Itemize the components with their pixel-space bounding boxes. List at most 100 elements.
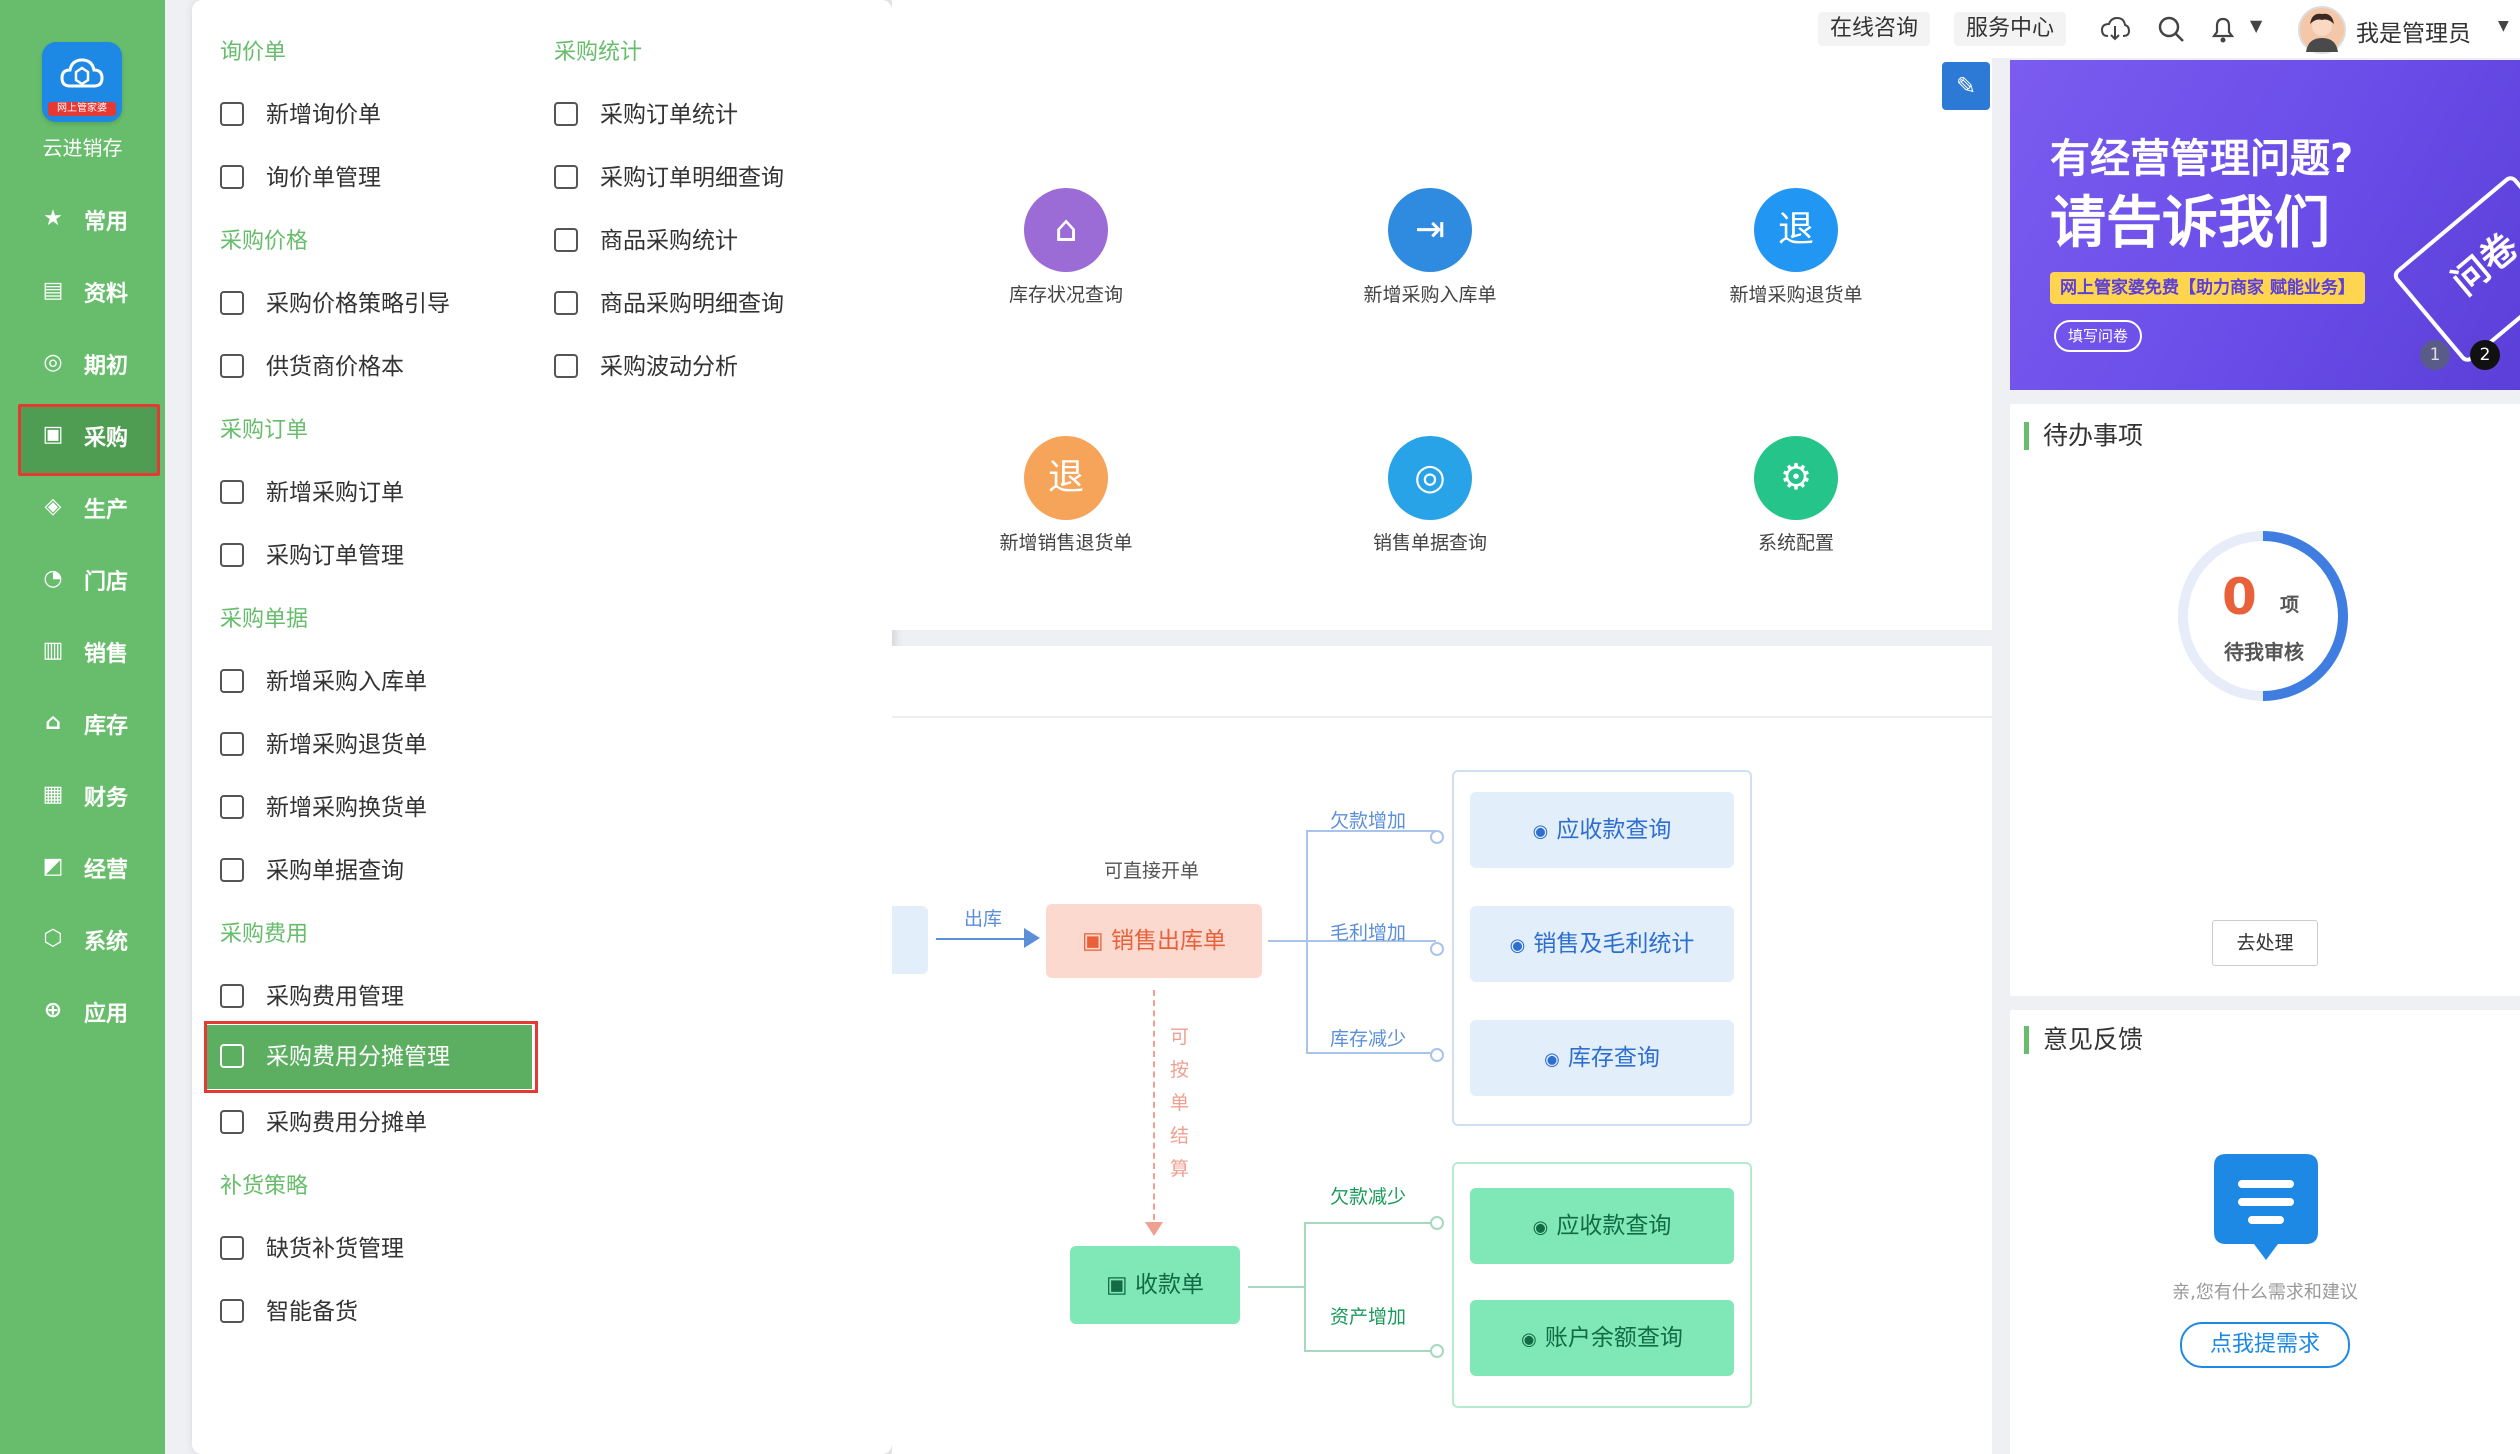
quick-tile-label[interactable]: 系统配置	[1757, 532, 1834, 554]
menu-item[interactable]: 新增采购订单	[220, 473, 404, 507]
sidebar-item-10[interactable]: ⬡ 系统	[0, 902, 165, 974]
menu-item-label: 智能备货	[266, 1299, 358, 1325]
todo-count: 0	[2222, 568, 2257, 626]
sidebar-item-6[interactable]: ▥销售	[0, 614, 165, 686]
quick-tile-icon[interactable]: ◎	[1388, 436, 1472, 520]
menu-item[interactable]: 采购订单管理	[220, 536, 404, 570]
menu-item-icon	[220, 102, 244, 126]
cycle-icon: ◎	[43, 350, 63, 375]
todo-progress-ring	[2178, 531, 2348, 701]
upper-result-box[interactable]: ◉应收款查询	[1470, 792, 1734, 868]
menu-item-icon	[220, 732, 244, 756]
menu-item[interactable]: 询价单管理	[220, 158, 381, 192]
sidebar-item-4[interactable]: ◈生产	[0, 470, 165, 542]
menu-item[interactable]: 采购费用管理	[220, 977, 404, 1011]
menu-item-label: 新增采购订单	[266, 480, 404, 506]
flow-label-direct: 可直接开单	[1104, 860, 1200, 882]
feedback-title: 意见反馈	[2024, 1026, 2143, 1054]
upper-result-group	[1452, 770, 1752, 1126]
upper-result-box[interactable]: ◉销售及毛利统计	[1470, 906, 1734, 982]
service-center-button[interactable]: 服务中心	[1954, 12, 2067, 46]
handle-button[interactable]: 去处理	[2212, 920, 2318, 966]
sales-out-node[interactable]: ▣ 销售出库单	[1046, 904, 1262, 978]
sidebar-item-11[interactable]: ⊕应用	[0, 974, 165, 1046]
flow-connector	[1304, 1222, 1436, 1224]
receipt-node[interactable]: ▣ 收款单	[1070, 1246, 1240, 1324]
avatar[interactable]	[2298, 6, 2346, 54]
quick-tile-label[interactable]: 销售单据查询	[1372, 532, 1487, 554]
cloud-download-icon[interactable]	[2100, 14, 2131, 51]
menu-item[interactable]: 新增询价单	[220, 95, 381, 129]
menu-category: 补货策略	[220, 1174, 309, 1199]
menu-category: 采购费用	[220, 922, 309, 947]
sidebar-item-9[interactable]: ◩经营	[0, 830, 165, 902]
menu-item-icon	[554, 291, 578, 315]
menu-item[interactable]: 智能备货	[220, 1292, 358, 1326]
quick-tile-icon[interactable]: 退	[1024, 436, 1108, 520]
menu-item[interactable]: 采购费用分摊管理	[206, 1025, 532, 1089]
sidebar-item-5[interactable]: ◔门店	[0, 542, 165, 614]
menu-item[interactable]: 采购波动分析	[554, 347, 738, 381]
sidebar-item-8[interactable]: ▦财务	[0, 758, 165, 830]
quick-tile-label[interactable]: 新增采购退货单	[1729, 284, 1863, 306]
banner-page-2[interactable]: 2	[2470, 340, 2500, 370]
menu-item-icon	[220, 480, 244, 504]
lower-result-box[interactable]: ◉账户余额查询	[1470, 1300, 1734, 1376]
quick-tile-icon[interactable]: 退	[1754, 188, 1838, 272]
sidebar-item-3[interactable]: ▣采购	[0, 398, 165, 470]
menu-item-label: 新增采购入库单	[266, 669, 427, 695]
menu-item[interactable]: 采购费用分摊单	[220, 1103, 427, 1137]
menu-item[interactable]: 采购订单明细查询	[554, 158, 784, 192]
menu-item[interactable]: 供货商价格本	[220, 347, 404, 381]
result-icon: ◉	[1509, 935, 1526, 956]
quick-tile-icon[interactable]: ⌂	[1024, 188, 1108, 272]
quick-tile-label[interactable]: 新增采购入库单	[1363, 284, 1497, 306]
menu-category: 询价单	[220, 40, 287, 65]
settle-note-char: 单	[1170, 1092, 1190, 1114]
app-logo[interactable]: 网上管家婆	[42, 42, 122, 122]
system-icon: ⬡	[43, 926, 63, 951]
upper-result-box[interactable]: ◉库存查询	[1470, 1020, 1734, 1096]
search-icon[interactable]	[2156, 14, 2186, 51]
lower-result-box[interactable]: ◉应收款查询	[1470, 1188, 1734, 1264]
edit-pencil-button[interactable]: ✎	[1942, 62, 1990, 110]
flow-prev-box-partial	[892, 906, 928, 974]
user-name[interactable]: 我是管理员	[2356, 21, 2471, 47]
sidebar-item-1[interactable]: ▤资料	[0, 254, 165, 326]
submit-request-button[interactable]: 点我提需求	[2180, 1322, 2350, 1368]
app-name: 云进销存	[42, 136, 123, 160]
sidebar-item-0[interactable]: ★常用	[0, 182, 165, 254]
quick-functions-panel	[892, 58, 1992, 630]
menu-item-label: 采购价格策略引导	[266, 291, 450, 317]
chevron-down-icon[interactable]: ▼	[2250, 16, 2263, 35]
menu-item[interactable]: 新增采购换货单	[220, 788, 427, 822]
quick-tile-label[interactable]: 库存状况查询	[1008, 284, 1123, 306]
sidebar-item-label: 系统	[84, 930, 129, 955]
menu-item[interactable]: 商品采购明细查询	[554, 284, 784, 318]
bell-icon[interactable]	[2208, 14, 2238, 51]
menu-item[interactable]: 商品采购统计	[554, 221, 738, 255]
flow-connector	[1306, 1052, 1436, 1054]
sidebar-item-7[interactable]: ⌂库存	[0, 686, 165, 758]
menu-item[interactable]: 缺货补货管理	[220, 1229, 404, 1263]
banner-page-1[interactable]: 1	[2420, 340, 2450, 370]
sales-icon: ▥	[42, 638, 64, 663]
menu-item[interactable]: 新增采购入库单	[220, 662, 427, 696]
result-icon: ◉	[1532, 1217, 1549, 1238]
menu-item[interactable]: 采购订单统计	[554, 95, 738, 129]
quick-tile-icon[interactable]: ⚙	[1754, 436, 1838, 520]
quick-tile-label[interactable]: 新增销售退货单	[999, 532, 1133, 554]
menu-item[interactable]: 采购单据查询	[220, 851, 404, 885]
quick-tile-icon[interactable]: ⇥	[1388, 188, 1472, 272]
menu-item[interactable]: 新增采购退货单	[220, 725, 427, 759]
menu-highlight-border	[204, 1021, 538, 1093]
online-consult-button[interactable]: 在线咨询	[1818, 12, 1931, 46]
survey-banner[interactable]: 有经营管理问题? 请告诉我们 网上管家婆免费【助力商家 赋能业务】 填写问卷 问…	[2010, 60, 2520, 390]
menu-item[interactable]: 采购价格策略引导	[220, 284, 450, 318]
flow-connector	[1248, 1286, 1306, 1288]
user-chevron-down-icon[interactable]: ▼	[2498, 18, 2509, 34]
sidebar-item-2[interactable]: ◎期初	[0, 326, 165, 398]
fill-survey-button[interactable]: 填写问卷	[2054, 320, 2143, 352]
finance-icon: ▦	[42, 782, 64, 807]
menu-item-icon	[220, 291, 244, 315]
